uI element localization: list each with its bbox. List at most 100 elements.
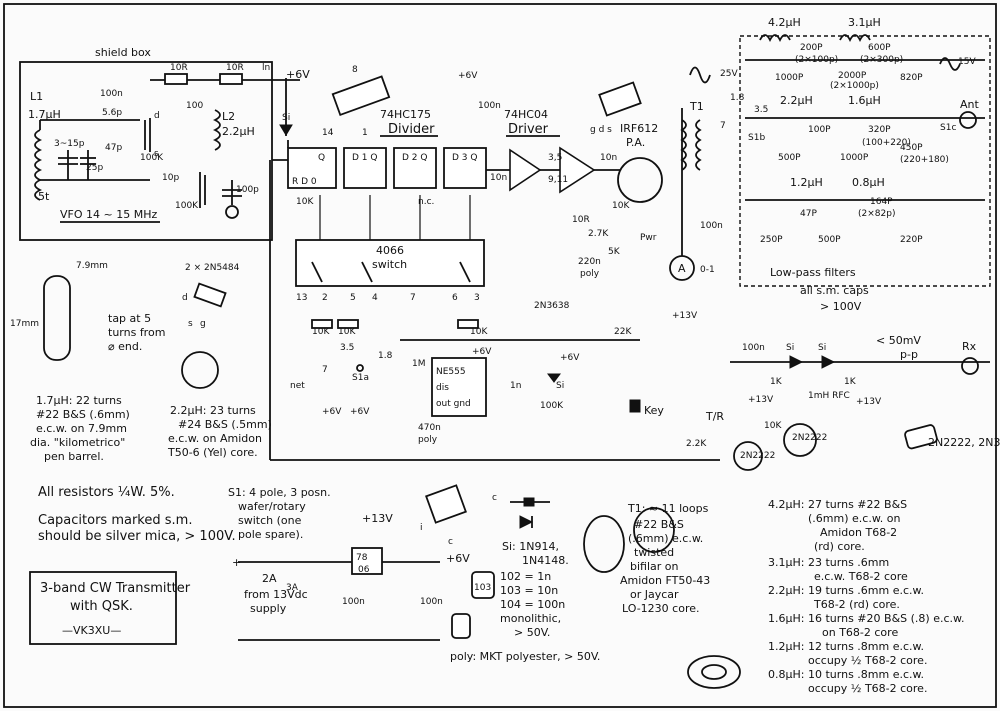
shield-box xyxy=(19,61,273,241)
t1-toroid-drawing xyxy=(633,507,675,553)
fet-label: 2 × 2N5484 xyxy=(185,263,240,273)
svg-text:10n: 10n xyxy=(490,173,507,183)
lpf-c7: 320P xyxy=(868,125,891,135)
c-47p-label: 47p xyxy=(105,143,122,153)
svg-text:Q: Q xyxy=(318,153,325,163)
t1-note-b: #22 B&S xyxy=(634,518,684,531)
r-100k-2: 100K xyxy=(175,201,199,211)
mosfet-symbol xyxy=(617,157,663,203)
supply-13v: +13V xyxy=(362,512,393,525)
lpf-section: 4.2μH 3.1μH 200P (2×100p) 600P (2×300p) … xyxy=(720,16,991,313)
tr-r-1k: 1K xyxy=(770,377,783,387)
lpf-c9b: (100+220) xyxy=(862,138,911,148)
r-10k-div: 10K xyxy=(296,197,314,207)
tap-note-1: tap at 5 xyxy=(108,312,151,325)
l17-c: e.c.w. on 7.9mm xyxy=(36,422,127,435)
inverter-2 xyxy=(559,146,596,194)
shield-box-label: shield box xyxy=(95,46,151,59)
flipflop-1 xyxy=(343,147,387,189)
lpf-c1b: (2×100p) xyxy=(795,55,838,65)
svg-text:S1a: S1a xyxy=(352,373,369,383)
ne555-box xyxy=(431,357,487,417)
lpf-l2: 3.1μH xyxy=(848,16,881,29)
r-22k: 22K xyxy=(614,327,632,337)
reg-78: 78 xyxy=(356,553,368,563)
ind-16-b: on T68-2 core xyxy=(822,626,898,639)
fet-package-drawing xyxy=(193,282,227,308)
svg-text:D 1 Q: D 1 Q xyxy=(352,153,377,163)
lpf-c15: 220P xyxy=(900,235,923,245)
lpf-c4b: (2×1000p) xyxy=(830,81,879,91)
pa-13v: +13V xyxy=(672,311,698,321)
inverter-1 xyxy=(509,148,542,192)
pa-package-drawing xyxy=(598,81,642,117)
svg-text:g: g xyxy=(200,319,206,329)
driver-6v: +6V xyxy=(458,71,478,81)
svg-text:s: s xyxy=(188,319,193,329)
supply-src-1: from 13Vdc xyxy=(244,588,308,601)
lpf-note1: Low-pass filters xyxy=(770,266,856,279)
lpf-dashed-box xyxy=(739,35,991,287)
ic-package-drawing xyxy=(331,75,391,117)
lpf-l3: 2.2μH xyxy=(780,94,813,107)
svg-text:D 2 Q: D 2 Q xyxy=(402,153,427,163)
svg-text:i: i xyxy=(420,523,423,533)
antenna-connector xyxy=(959,111,977,129)
t1-label: T1 xyxy=(689,100,704,113)
supply-6v: +6V xyxy=(446,552,470,565)
dim-7.9mm: 7.9mm xyxy=(76,261,108,271)
l1-label: L1 xyxy=(30,90,43,103)
c-25p-label: 25p xyxy=(86,163,103,173)
lpf-c11: 47P xyxy=(800,209,817,219)
lpf-c12b: (2×82p) xyxy=(858,209,895,219)
l22-d: T50-6 (Yel) core. xyxy=(167,446,258,459)
c-100n-vfo: 100n xyxy=(100,89,123,99)
switch-4066-box xyxy=(295,239,485,287)
key-jack xyxy=(629,399,641,413)
ne555-label: NE555 xyxy=(436,367,466,377)
l17-d: dia. "kilometrico" xyxy=(30,436,125,449)
l17-a: 1.7μH: 22 turns xyxy=(36,394,122,407)
svg-text:dis: dis xyxy=(436,383,449,393)
s1-note-c: switch (one xyxy=(238,514,302,527)
ind-12-b: occupy ½ T68-2 core. xyxy=(808,654,927,667)
s1-note-a: S1: 4 pole, 3 posn. xyxy=(228,486,331,499)
svg-text:10K: 10K xyxy=(470,327,488,337)
toroid-drawing xyxy=(181,351,219,389)
svg-text:Si: Si xyxy=(786,343,794,353)
c-220n: 220n xyxy=(578,257,601,267)
lpf-c13: 250P xyxy=(760,235,783,245)
lpf-note3: > 100V xyxy=(820,300,862,313)
t1-ferrite-drawing xyxy=(583,515,625,573)
transistor-q2 xyxy=(733,441,763,471)
cap-104: 104 = 100n xyxy=(500,598,565,611)
divider-ic-label: 74HC175 xyxy=(380,108,431,121)
cap-code-drawing xyxy=(471,571,495,599)
supply-c2: 100n xyxy=(420,597,443,607)
tr-poly: poly xyxy=(580,269,600,279)
svg-text:4: 4 xyxy=(372,293,378,303)
vfo-section: shield box L1 1.7μH 3~15p 25p 5.6p 47p 1… xyxy=(19,46,310,273)
svg-text:out gnd: out gnd xyxy=(436,399,471,409)
svg-text:Si: Si xyxy=(818,343,826,353)
supply-diode: 3A xyxy=(286,583,299,593)
r-10r-1-label: 10R xyxy=(170,63,188,73)
ind-16-a: 16 turns #20 B&S (.8) e.c.w. xyxy=(808,612,965,625)
t1-note-a: T1: ≈ 11 loops xyxy=(627,502,709,515)
tr-v6: +6V xyxy=(560,353,580,363)
lpf-c2b: (2×300p) xyxy=(860,55,903,65)
trimmer-cap-label: 3~15p xyxy=(54,139,85,149)
vfo-label: VFO 14 ~ 15 MHz xyxy=(60,208,157,221)
tap-note-2: turns from xyxy=(108,326,165,339)
lpf-toroid-drawing xyxy=(687,655,741,689)
svg-text:c: c xyxy=(448,537,453,547)
poly-cap-drawing xyxy=(451,613,471,639)
s1-note-b: wafer/rotary xyxy=(238,500,306,513)
r-100-label: 100 xyxy=(186,101,203,111)
tr-v13-b: +13V xyxy=(748,395,774,405)
t1-note-c: (.6mm) e.c.w. xyxy=(628,532,703,545)
ind-08-v: 0.8μH: xyxy=(768,668,804,681)
transistor-note: 2N2222, 2N3638. xyxy=(928,436,1000,449)
